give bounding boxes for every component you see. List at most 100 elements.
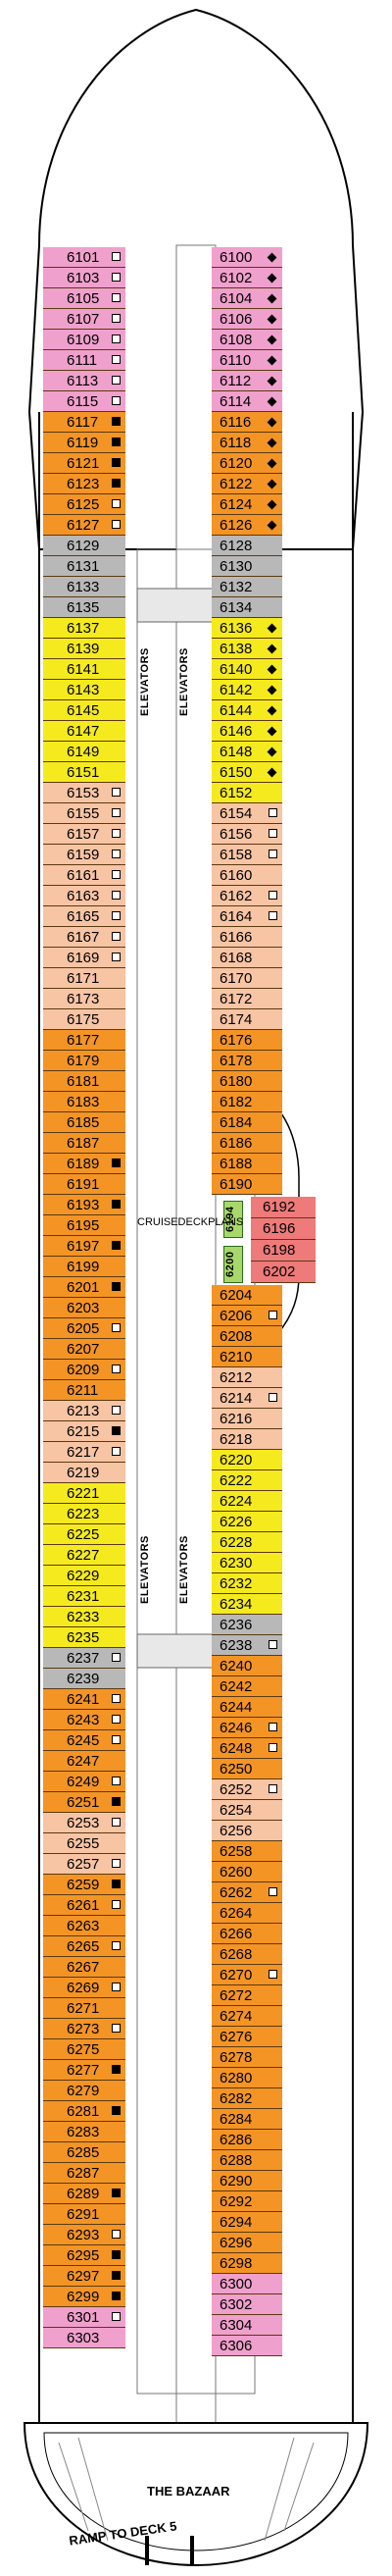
cabin-6106[interactable]: 6106 — [212, 309, 282, 330]
cabin-6204[interactable]: 6204 — [212, 1285, 282, 1306]
cabin-6203[interactable]: 6203 — [43, 1298, 125, 1318]
cabin-6229[interactable]: 6229 — [43, 1566, 125, 1586]
cabin-6111[interactable]: 6111 — [43, 350, 125, 371]
cabin-6296[interactable]: 6296 — [212, 2233, 282, 2253]
cabin-6140[interactable]: 6140 — [212, 659, 282, 680]
cabin-6240[interactable]: 6240 — [212, 1656, 282, 1676]
cabin-6109[interactable]: 6109 — [43, 330, 125, 350]
cabin-6282[interactable]: 6282 — [212, 2088, 282, 2109]
cabin-6254[interactable]: 6254 — [212, 1800, 282, 1821]
cabin-6257[interactable]: 6257 — [43, 1854, 125, 1875]
cabin-6306[interactable]: 6306 — [212, 2336, 282, 2356]
cabin-6195[interactable]: 6195 — [43, 1215, 125, 1236]
cabin-6233[interactable]: 6233 — [43, 1607, 125, 1627]
cabin-6265[interactable]: 6265 — [43, 1936, 125, 1957]
cabin-6160[interactable]: 6160 — [212, 865, 282, 886]
cabin-6141[interactable]: 6141 — [43, 659, 125, 680]
cabin-6118[interactable]: 6118 — [212, 433, 282, 453]
cabin-6131[interactable]: 6131 — [43, 556, 125, 577]
cabin-6289[interactable]: 6289 — [43, 2184, 125, 2204]
cabin-6162[interactable]: 6162 — [212, 886, 282, 906]
cabin-6150[interactable]: 6150 — [212, 762, 282, 783]
cabin-6133[interactable]: 6133 — [43, 577, 125, 597]
cabin-6236[interactable]: 6236 — [212, 1615, 282, 1635]
cabin-6115[interactable]: 6115 — [43, 391, 125, 412]
cabin-6164[interactable]: 6164 — [212, 906, 282, 927]
cabin-6102[interactable]: 6102 — [212, 268, 282, 288]
cabin-6151[interactable]: 6151 — [43, 762, 125, 783]
cabin-6122[interactable]: 6122 — [212, 474, 282, 494]
cabin-6138[interactable]: 6138 — [212, 639, 282, 659]
cabin-6235[interactable]: 6235 — [43, 1627, 125, 1648]
cabin-6166[interactable]: 6166 — [212, 927, 282, 948]
cabin-6272[interactable]: 6272 — [212, 1985, 282, 2006]
cabin-6215[interactable]: 6215 — [43, 1421, 125, 1442]
cabin-6230[interactable]: 6230 — [212, 1553, 282, 1573]
cabin-6170[interactable]: 6170 — [212, 968, 282, 989]
cabin-6246[interactable]: 6246 — [212, 1718, 282, 1738]
cabin-6288[interactable]: 6288 — [212, 2150, 282, 2171]
cabin-6167[interactable]: 6167 — [43, 927, 125, 948]
cabin-6191[interactable]: 6191 — [43, 1174, 125, 1195]
cabin-6107[interactable]: 6107 — [43, 309, 125, 330]
cabin-6245[interactable]: 6245 — [43, 1730, 125, 1751]
cabin-6224[interactable]: 6224 — [212, 1491, 282, 1512]
cabin-6276[interactable]: 6276 — [212, 2027, 282, 2047]
cabin-6227[interactable]: 6227 — [43, 1545, 125, 1566]
cabin-6280[interactable]: 6280 — [212, 2068, 282, 2088]
cabin-6269[interactable]: 6269 — [43, 1978, 125, 1998]
cabin-6149[interactable]: 6149 — [43, 742, 125, 762]
cabin-6153[interactable]: 6153 — [43, 783, 125, 803]
cabin-6146[interactable]: 6146 — [212, 721, 282, 742]
cabin-6134[interactable]: 6134 — [212, 597, 282, 618]
cabin-6139[interactable]: 6139 — [43, 639, 125, 659]
cabin-6148[interactable]: 6148 — [212, 742, 282, 762]
cabin-6286[interactable]: 6286 — [212, 2130, 282, 2150]
cabin-6128[interactable]: 6128 — [212, 536, 282, 556]
cabin-6294[interactable]: 6294 — [212, 2212, 282, 2233]
cabin-6228[interactable]: 6228 — [212, 1532, 282, 1553]
cabin-6218[interactable]: 6218 — [212, 1429, 282, 1450]
cabin-6255[interactable]: 6255 — [43, 1833, 125, 1854]
cabin-6239[interactable]: 6239 — [43, 1669, 125, 1689]
cabin-6283[interactable]: 6283 — [43, 2122, 125, 2142]
cabin-6135[interactable]: 6135 — [43, 597, 125, 618]
cabin-6212[interactable]: 6212 — [212, 1367, 282, 1388]
cabin-6262[interactable]: 6262 — [212, 1882, 282, 1903]
cabin-6270[interactable]: 6270 — [212, 1965, 282, 1985]
cabin-6179[interactable]: 6179 — [43, 1051, 125, 1071]
cabin-6301[interactable]: 6301 — [43, 2307, 125, 2328]
cabin-6126[interactable]: 6126 — [212, 515, 282, 536]
cabin-6302[interactable]: 6302 — [212, 2294, 282, 2315]
cabin-6178[interactable]: 6178 — [212, 1051, 282, 1071]
cabin-6241[interactable]: 6241 — [43, 1689, 125, 1710]
cabin-6299[interactable]: 6299 — [43, 2287, 125, 2307]
cabin-6221[interactable]: 6221 — [43, 1483, 125, 1504]
cabin-6189[interactable]: 6189 — [43, 1154, 125, 1174]
cabin-6180[interactable]: 6180 — [212, 1071, 282, 1092]
cabin-6242[interactable]: 6242 — [212, 1676, 282, 1697]
cabin-6238[interactable]: 6238 — [212, 1635, 282, 1656]
cabin-6219[interactable]: 6219 — [43, 1463, 125, 1483]
cabin-6207[interactable]: 6207 — [43, 1339, 125, 1360]
cabin-6259[interactable]: 6259 — [43, 1875, 125, 1895]
cabin-6303[interactable]: 6303 — [43, 2328, 125, 2348]
cabin-6181[interactable]: 6181 — [43, 1071, 125, 1092]
cabin-6237[interactable]: 6237 — [43, 1648, 125, 1669]
cabin-6244[interactable]: 6244 — [212, 1697, 282, 1718]
cabin-6163[interactable]: 6163 — [43, 886, 125, 906]
cabin-6175[interactable]: 6175 — [43, 1009, 125, 1030]
cabin-6278[interactable]: 6278 — [212, 2047, 282, 2068]
cabin-6117[interactable]: 6117 — [43, 412, 125, 433]
cabin-6171[interactable]: 6171 — [43, 968, 125, 989]
cabin-6124[interactable]: 6124 — [212, 494, 282, 515]
cabin-6256[interactable]: 6256 — [212, 1821, 282, 1841]
cabin-6275[interactable]: 6275 — [43, 2039, 125, 2060]
cabin-6297[interactable]: 6297 — [43, 2266, 125, 2287]
cabin-6125[interactable]: 6125 — [43, 494, 125, 515]
cabin-6201[interactable]: 6201 — [43, 1277, 125, 1298]
suite-6192[interactable]: 6192 — [251, 1197, 316, 1218]
cabin-6251[interactable]: 6251 — [43, 1792, 125, 1813]
suite-6198[interactable]: 6198 — [251, 1240, 316, 1262]
cabin-6136[interactable]: 6136 — [212, 618, 282, 639]
